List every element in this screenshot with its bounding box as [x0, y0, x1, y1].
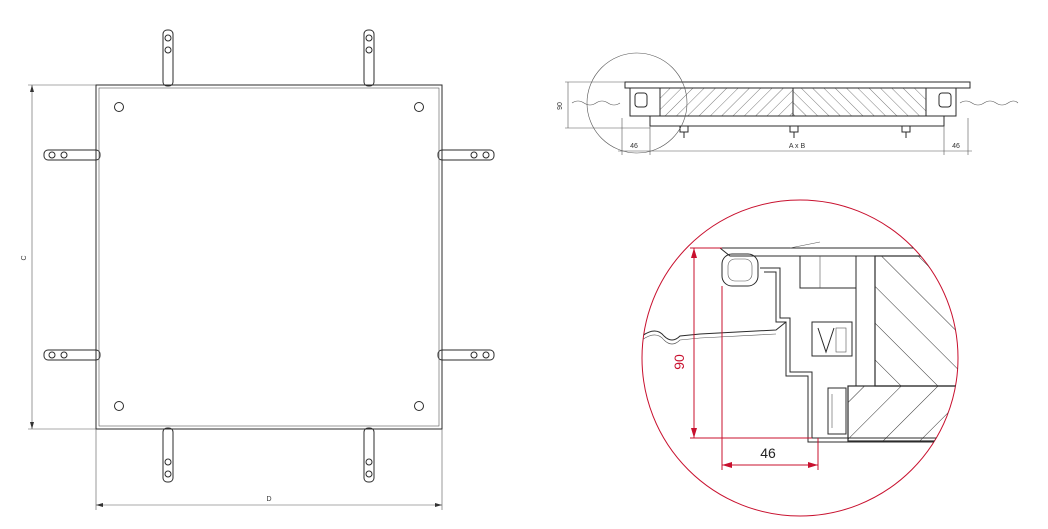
- ground-line-right: [959, 100, 1019, 106]
- detail-width-label: 46: [760, 445, 776, 461]
- outer-frame: [95, 84, 443, 430]
- detail-ground-flashing: [642, 321, 787, 341]
- section-side-left: [629, 87, 661, 117]
- detail-frame-profile: [760, 267, 958, 439]
- detail-view: 90 46: [641, 199, 959, 517]
- anchor-lug-top-right: [363, 29, 375, 87]
- detail-dimension-height: 90: [671, 247, 812, 439]
- section-infill-right: [792, 87, 927, 117]
- lifting-hole-top-left: [114, 102, 124, 112]
- section-dimension-chain: 46 A x B 46: [618, 118, 972, 155]
- section-dimension-height: 90: [557, 81, 650, 129]
- detail-gasket: [721, 253, 759, 287]
- section-left-label: 46: [630, 143, 638, 150]
- dimension-c-label: C: [21, 255, 28, 260]
- ground-line-left: [571, 100, 621, 106]
- section-center-label: A x B: [789, 143, 806, 150]
- anchor-lug-right-lower: [437, 349, 495, 361]
- lifting-hole-bottom-left: [114, 401, 124, 411]
- detail-height-label: 90: [671, 354, 687, 370]
- anchor-lug-bottom-left: [162, 427, 174, 483]
- section-infill-left: [659, 87, 794, 117]
- anchor-lug-left-lower: [43, 349, 101, 361]
- section-view: 90 46 A x B 46: [557, 52, 1019, 155]
- detail-marker-circle: [586, 52, 688, 154]
- lifting-hole-bottom-right: [414, 401, 424, 411]
- section-side-right: [925, 87, 957, 117]
- section-right-label: 46: [952, 143, 960, 150]
- dimension-c: C: [21, 84, 96, 430]
- anchor-lug-right-upper: [437, 149, 495, 161]
- lifting-hole-top-right: [414, 102, 424, 112]
- detail-dimension-width: 46: [721, 286, 819, 470]
- anchor-lug-bottom-right: [363, 427, 375, 483]
- dimension-d: D: [95, 429, 443, 510]
- plan-view: C D: [21, 29, 495, 510]
- section-height-label: 90: [557, 102, 564, 110]
- anchor-lug-left-upper: [43, 149, 101, 161]
- anchor-lug-top-left: [162, 29, 174, 87]
- dimension-d-label: D: [266, 496, 271, 503]
- detail-tray-infill: [847, 385, 958, 442]
- section-frame-rim: [624, 81, 971, 89]
- section-tray: [649, 115, 945, 127]
- detail-cover-infill: [874, 255, 958, 387]
- cover-plate: [98, 87, 440, 427]
- section-bolts: [679, 125, 911, 138]
- detail-latch: [811, 321, 853, 357]
